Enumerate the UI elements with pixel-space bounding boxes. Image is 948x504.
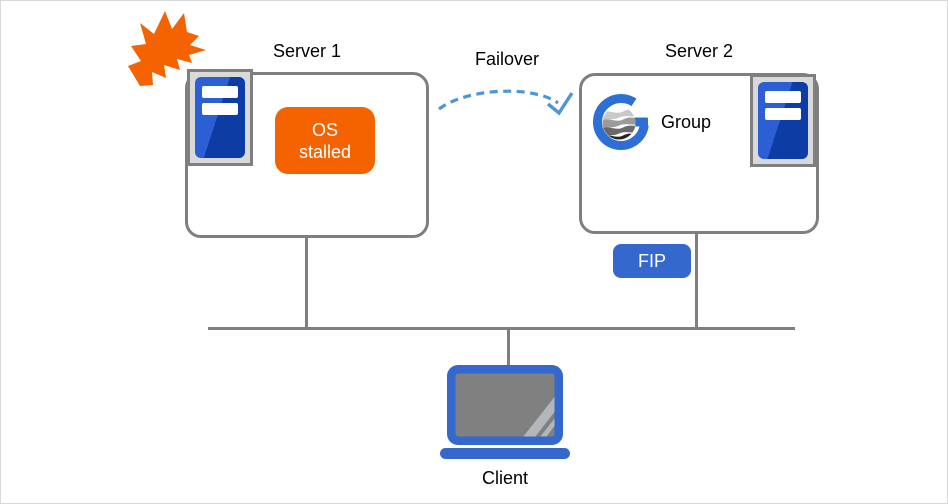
- os-stalled-badge: OS stalled: [275, 107, 375, 174]
- server2-plaque: [750, 74, 816, 167]
- server2-network-connector: [695, 233, 698, 329]
- server2-title: Server 2: [664, 41, 734, 61]
- os-stalled-line1: OS: [311, 119, 338, 140]
- failover-arrow-icon: [438, 89, 574, 116]
- server1-title: Server 1: [272, 41, 342, 61]
- cluster-group-logo: [593, 94, 649, 150]
- client-network-connector: [507, 330, 510, 365]
- server-slot: [765, 108, 801, 120]
- fip-label: FIP: [637, 250, 666, 271]
- server-slot: [765, 91, 801, 103]
- os-stalled-line2: stalled: [298, 141, 352, 162]
- fip-badge: FIP: [613, 244, 691, 278]
- server-slot: [202, 86, 238, 98]
- server-tower-icon: [195, 77, 245, 158]
- network-bus-line: [208, 327, 795, 330]
- server-slot: [202, 103, 238, 115]
- laptop-icon: [440, 365, 570, 459]
- server1-plaque: [187, 69, 253, 166]
- server1-network-connector: [305, 237, 308, 329]
- crash-burst-icon: [128, 11, 206, 86]
- client-label: Client: [481, 468, 529, 488]
- server-tower-icon: [758, 82, 808, 159]
- failover-label: Failover: [474, 49, 540, 69]
- group-label: Group: [661, 112, 712, 132]
